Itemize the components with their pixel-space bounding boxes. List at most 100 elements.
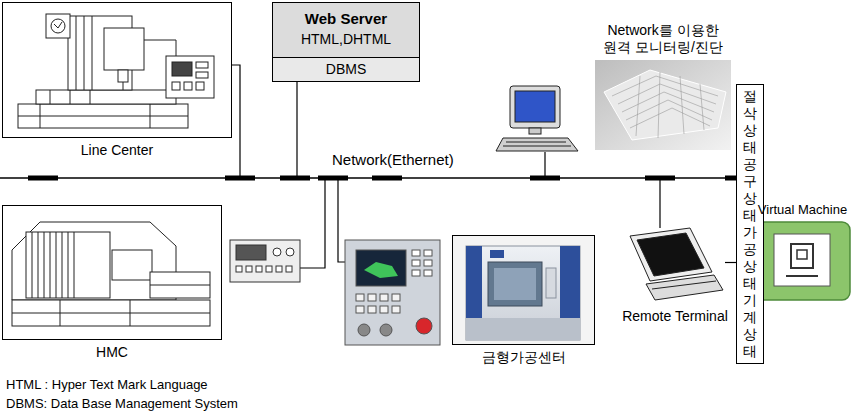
controller-unit: [286, 266, 292, 272]
cnc-panel: [368, 294, 376, 301]
ethernet-bus: [645, 176, 675, 181]
hmc-sketch: [50, 232, 51, 298]
server-database: DBMS: [273, 57, 419, 81]
monitoring-picture: Network를 이용한 원격 모니터링/진단: [595, 60, 731, 150]
line-center-sketch: [40, 104, 41, 128]
machining-center-photo: [466, 246, 580, 340]
laptop-icon: [637, 233, 704, 276]
virtual-machine-label: Virtual Machine: [758, 201, 847, 218]
controller-unit: [276, 266, 282, 272]
controller-unit: [236, 266, 242, 272]
network-label: Network(Ethernet): [332, 151, 454, 168]
hmc-sketch: [74, 232, 75, 298]
pc-icon: [515, 91, 555, 122]
pc-icon: [496, 138, 578, 151]
line-center-sketch: [18, 116, 188, 117]
line-center-sketch: [118, 70, 128, 82]
laptop-icon: [630, 228, 723, 300]
line-center-sketch: [172, 82, 180, 90]
machine-label: Line Center: [81, 142, 153, 159]
virtual-machine-node: Virtual Machine: [755, 222, 850, 300]
machining-center-photo: [453, 236, 594, 344]
monitoring-image: [636, 76, 640, 136]
cnc-panel: [424, 250, 432, 256]
line-center-sketch: [184, 82, 192, 90]
line-center-sketch: [18, 14, 214, 128]
note-text: HTML : Hyper Text Mark Language: [6, 377, 208, 392]
machining-center-photo: [488, 262, 542, 306]
monitoring-image: [595, 60, 731, 150]
server-title: Web Server: [305, 10, 387, 27]
machining-center-photo: [490, 250, 504, 258]
hmc-sketch: [150, 272, 210, 298]
virtual-machine-box: [797, 250, 807, 259]
status-list: 절삭상태 공구상태 가공상태 기계상태: [743, 88, 757, 360]
ethernet-bus: [0, 176, 760, 181]
hmc-sketch: [44, 232, 45, 298]
pc-icon: [506, 142, 566, 143]
pc-icon: [529, 128, 541, 134]
ethernet-bus: [530, 176, 560, 181]
hmc-sketch: [130, 300, 131, 326]
line-center-sketch: [123, 82, 124, 90]
hmc-sketch: [68, 232, 69, 298]
cnc-panel: [358, 324, 370, 336]
monitoring-image: [622, 92, 714, 112]
monitoring-image: [595, 60, 731, 150]
cnc-panel: [412, 260, 420, 266]
hmc-sketch: [12, 222, 210, 326]
ethernet-bus: [318, 176, 348, 181]
network-wire: [338, 180, 345, 262]
controller-unit: [230, 240, 300, 282]
cnc-panel: [380, 294, 388, 301]
line-center-sketch: [51, 19, 65, 33]
controller-unit: [273, 248, 281, 256]
hmc-sketch: [112, 250, 152, 280]
cnc-panel: [412, 250, 420, 256]
pc-icon: [503, 146, 571, 147]
line-center-sketch: [172, 62, 192, 76]
monitoring-image: [630, 108, 710, 128]
pc-icon: [510, 86, 560, 128]
network-wire: [544, 152, 545, 176]
cnc-panel: [345, 240, 440, 345]
virtual-machine-box: [755, 222, 850, 300]
line-center-sketch: [90, 90, 91, 104]
line-center-sketch: [196, 72, 208, 78]
network-wire: [232, 65, 240, 176]
network-wire: [296, 82, 297, 176]
server-box: Web ServerHTML,DHTML DBMS: [272, 2, 420, 82]
controller-unit: [266, 266, 272, 272]
network-wire: [659, 180, 660, 228]
cnc-panel: [356, 306, 364, 313]
terminal-node: Remote Terminal: [625, 225, 725, 303]
machine-frame: HMC: [2, 205, 222, 340]
line-center-sketch: [18, 104, 188, 128]
note-text: DBMS: Data Base Management System: [6, 396, 238, 411]
line-center-sketch: [36, 90, 176, 104]
line-center-sketch: [104, 28, 144, 70]
cnc-panel: [424, 260, 432, 266]
line-center-sketch: [50, 90, 51, 104]
machining-center-photo: [494, 268, 536, 300]
virtual-machine-box: [755, 222, 850, 300]
line-center-sketch: [92, 16, 93, 90]
machining-center-photo: [453, 236, 594, 344]
terminal-label: Remote Terminal: [622, 308, 728, 325]
monitoring-image: [700, 84, 704, 130]
hmc-sketch: [60, 300, 61, 326]
server-content: HTML,DHTML: [301, 31, 391, 47]
hmc-sketch: [12, 313, 210, 314]
line-center-sketch: [70, 90, 71, 104]
cnc-panel: [356, 250, 406, 286]
hmc-sketch: [38, 232, 39, 298]
controller-unit: [236, 245, 266, 260]
cnc-panel: [424, 270, 432, 276]
line-center-sketch: [54, 22, 62, 28]
ethernet-bus: [28, 176, 58, 181]
hmc-sketch: [56, 232, 57, 298]
monitoring-image: [604, 70, 726, 140]
line-center-sketch: [150, 104, 151, 128]
hmc-sketch: [32, 232, 33, 298]
